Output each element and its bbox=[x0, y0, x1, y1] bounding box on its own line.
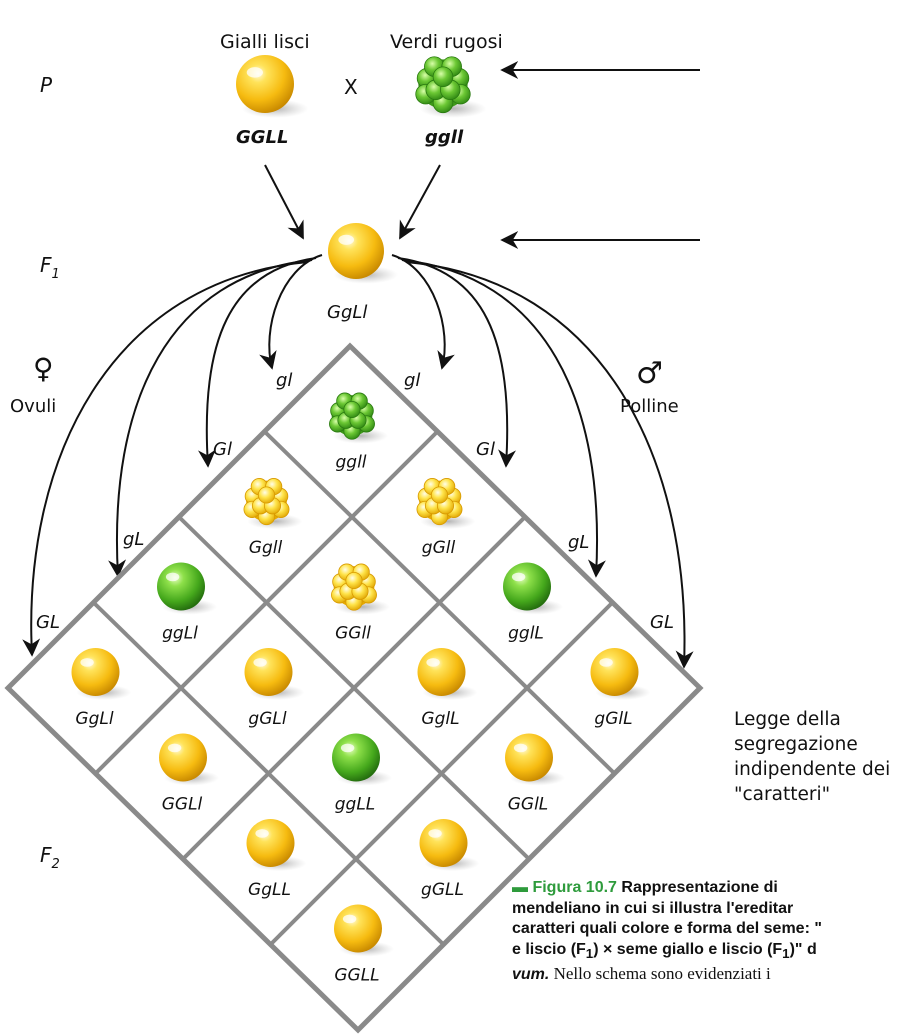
male-label: Polline bbox=[620, 396, 679, 417]
caption-line-4: e liscio (F1) × seme giallo e liscio (F1… bbox=[512, 940, 817, 961]
parent-right-genotype: ggll bbox=[425, 127, 464, 148]
gamete-right-4: GL bbox=[650, 612, 674, 633]
caption-line-2: mendeliano in cui si illustra l'ereditar bbox=[512, 899, 794, 917]
cell-genotype: gGll bbox=[422, 538, 456, 558]
gamete-right-1: gl bbox=[404, 370, 420, 391]
female-label: Ovuli bbox=[10, 396, 56, 417]
seed-yellow-smooth bbox=[419, 819, 480, 872]
cell-genotype: GGlL bbox=[508, 795, 549, 815]
parent-left-genotype: GGLL bbox=[236, 127, 289, 148]
grid-line bbox=[92, 601, 445, 946]
gamete-arrow-left-gl bbox=[259, 254, 323, 370]
seed-green-wrinkled-parent bbox=[415, 56, 487, 118]
seed-yellow-smooth-f1 bbox=[328, 223, 398, 284]
seed-yellow-wrinkled bbox=[416, 478, 476, 530]
parent-right-label: Verdi rugosi bbox=[390, 31, 503, 53]
cross-symbol: X bbox=[344, 75, 358, 99]
seed-green-wrinkled bbox=[329, 392, 388, 444]
gamete-left-1: gl bbox=[276, 370, 292, 391]
punnett-cell: ggLl bbox=[157, 562, 217, 644]
cell-genotype: GGll bbox=[335, 624, 371, 644]
cell-genotype: GgLl bbox=[75, 709, 113, 729]
punnett-cell: gglL bbox=[503, 562, 563, 644]
cell-genotype: gGlL bbox=[594, 709, 632, 729]
cell-genotype: Ggll bbox=[249, 538, 283, 558]
caption-marker-icon: ▬ bbox=[512, 879, 528, 896]
grid-line bbox=[177, 515, 531, 861]
male-symbol-icon: ♂ bbox=[636, 356, 663, 391]
seed-yellow-smooth bbox=[590, 648, 651, 701]
law-line-4: "caratteri" bbox=[734, 784, 831, 805]
caption-figure-label: Figura 10.7 bbox=[532, 879, 617, 896]
arrow-parent-left-to-f1 bbox=[264, 164, 304, 240]
punnett-cell: GGLL bbox=[334, 904, 394, 986]
seed-yellow-wrinkled bbox=[331, 563, 390, 615]
generation-f1-label: F1 bbox=[40, 253, 60, 282]
law-text: Legge della segregazione indipendente de… bbox=[734, 707, 918, 807]
seed-green-smooth bbox=[157, 562, 217, 615]
gamete-left-4: GL bbox=[36, 612, 60, 633]
gamete-arrow-right-GL bbox=[405, 261, 694, 669]
punnett-cell: GGLl bbox=[159, 733, 219, 815]
gamete-right-2: Gl bbox=[476, 439, 495, 460]
parent-left-label: Gialli lisci bbox=[220, 31, 310, 53]
punnett-cell: GglL bbox=[417, 648, 478, 729]
cell-genotype: GGLl bbox=[162, 795, 203, 815]
punnett-cell: gGll bbox=[416, 478, 476, 558]
seed-yellow-smooth-parent bbox=[236, 55, 309, 118]
f1-genotype: GgLl bbox=[327, 302, 367, 323]
female-symbol-icon: ♀ bbox=[33, 352, 54, 385]
gamete-right-3: gL bbox=[568, 532, 589, 553]
seed-yellow-smooth bbox=[334, 904, 394, 957]
punnett-cell: ggLL bbox=[332, 733, 392, 815]
cell-genotype: ggLL bbox=[335, 795, 376, 815]
gamete-left-2: Gl bbox=[213, 439, 232, 460]
caption-line-3: caratteri quali colore e forma del seme:… bbox=[512, 920, 822, 937]
punnett-cell: gGlL bbox=[590, 648, 651, 729]
gamete-left-3: gL bbox=[123, 529, 144, 550]
seed-yellow-smooth bbox=[244, 648, 305, 701]
punnett-cell: GgLl bbox=[71, 648, 132, 729]
gamete-arrow-left-gL bbox=[108, 259, 313, 578]
gamete-arrow-right-gl bbox=[391, 254, 455, 370]
grid-line bbox=[269, 601, 614, 946]
punnett-cell: GgLL bbox=[246, 819, 307, 900]
seed-yellow-smooth bbox=[505, 733, 565, 786]
law-line-3: indipendente dei bbox=[734, 759, 891, 780]
cell-genotype: gGLl bbox=[248, 709, 286, 729]
seed-yellow-smooth bbox=[159, 733, 219, 786]
seed-yellow-smooth bbox=[417, 648, 478, 701]
punnett-cell: Ggll bbox=[243, 478, 303, 558]
caption-line-1: Rappresentazione di bbox=[621, 879, 778, 896]
punnett-cell: GGlL bbox=[505, 733, 565, 815]
seed-green-smooth bbox=[503, 562, 563, 615]
seed-yellow-wrinkled bbox=[243, 478, 303, 530]
law-line-2: segregazione bbox=[734, 734, 858, 755]
cell-genotype: ggll bbox=[335, 453, 366, 473]
seed-yellow-smooth bbox=[71, 648, 132, 701]
cell-genotype: GgLL bbox=[248, 880, 291, 900]
generation-p-label: P bbox=[40, 73, 53, 97]
cell-genotype: gGLL bbox=[421, 880, 464, 900]
law-line-1: Legge della bbox=[734, 709, 841, 730]
arrow-parent-right-to-f1 bbox=[399, 164, 441, 240]
cell-genotype: GglL bbox=[421, 709, 459, 729]
punnett-cell: gGLL bbox=[419, 819, 480, 900]
seed-yellow-smooth bbox=[246, 819, 307, 872]
punnett-cell: GGll bbox=[331, 563, 390, 644]
seed-green-smooth bbox=[332, 733, 392, 786]
gamete-arrow-left-GL bbox=[22, 261, 309, 657]
punnett-cell: gGLl bbox=[244, 648, 305, 729]
generation-f2-label: F2 bbox=[40, 843, 60, 872]
gamete-arrow-right-gL bbox=[401, 259, 606, 578]
caption-line-5: vum. Nello schema sono evidenziati i bbox=[512, 964, 771, 984]
punnett-cell: ggll bbox=[329, 392, 388, 473]
figure-caption: ▬ Figura 10.7 Rappresentazione di mendel… bbox=[512, 878, 918, 986]
cell-genotype: ggLl bbox=[162, 624, 198, 644]
cell-genotype: gglL bbox=[508, 624, 544, 644]
cell-genotype: GGLL bbox=[334, 966, 379, 986]
punnett-grid bbox=[4, 342, 704, 1034]
